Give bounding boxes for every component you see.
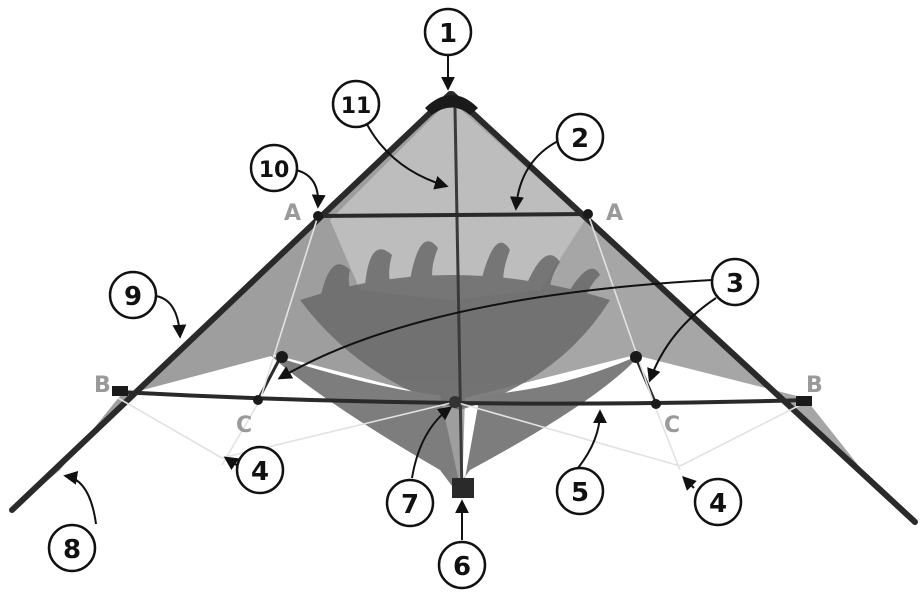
callout-4-left: 4 — [237, 447, 283, 493]
svg-text:4: 4 — [251, 457, 269, 487]
svg-text:8: 8 — [63, 535, 81, 565]
callout-4-right: 4 — [695, 479, 741, 525]
svg-text:9: 9 — [124, 282, 142, 312]
svg-text:1: 1 — [439, 19, 457, 49]
callout-5: 5 — [557, 468, 603, 514]
point-label-c-right: C — [664, 413, 680, 438]
callout-8: 8 — [49, 525, 95, 571]
svg-text:7: 7 — [401, 490, 419, 520]
point-label-a-right: A — [606, 201, 623, 226]
svg-text:2: 2 — [571, 124, 589, 154]
callout-10: 10 — [251, 145, 297, 191]
callout-1: 1 — [425, 9, 471, 55]
svg-text:10: 10 — [259, 158, 290, 183]
callout-9: 9 — [110, 272, 156, 318]
point-label-c-left: C — [236, 413, 252, 438]
point-label-b-right: B — [806, 373, 823, 398]
callout-6: 6 — [439, 542, 485, 588]
svg-text:6: 6 — [453, 552, 471, 582]
svg-text:3: 3 — [726, 269, 744, 299]
svg-text:11: 11 — [341, 94, 372, 119]
upper-spreader — [318, 214, 588, 216]
spine-end-cap — [452, 478, 474, 498]
callout-2: 2 — [557, 114, 603, 160]
point-label-b-left: B — [94, 373, 111, 398]
callout-11: 11 — [333, 81, 379, 127]
point-label-a-left: A — [284, 201, 301, 226]
svg-text:5: 5 — [571, 478, 589, 508]
callout-3: 3 — [712, 259, 758, 305]
svg-text:4: 4 — [709, 489, 727, 519]
callout-7: 7 — [387, 480, 433, 526]
